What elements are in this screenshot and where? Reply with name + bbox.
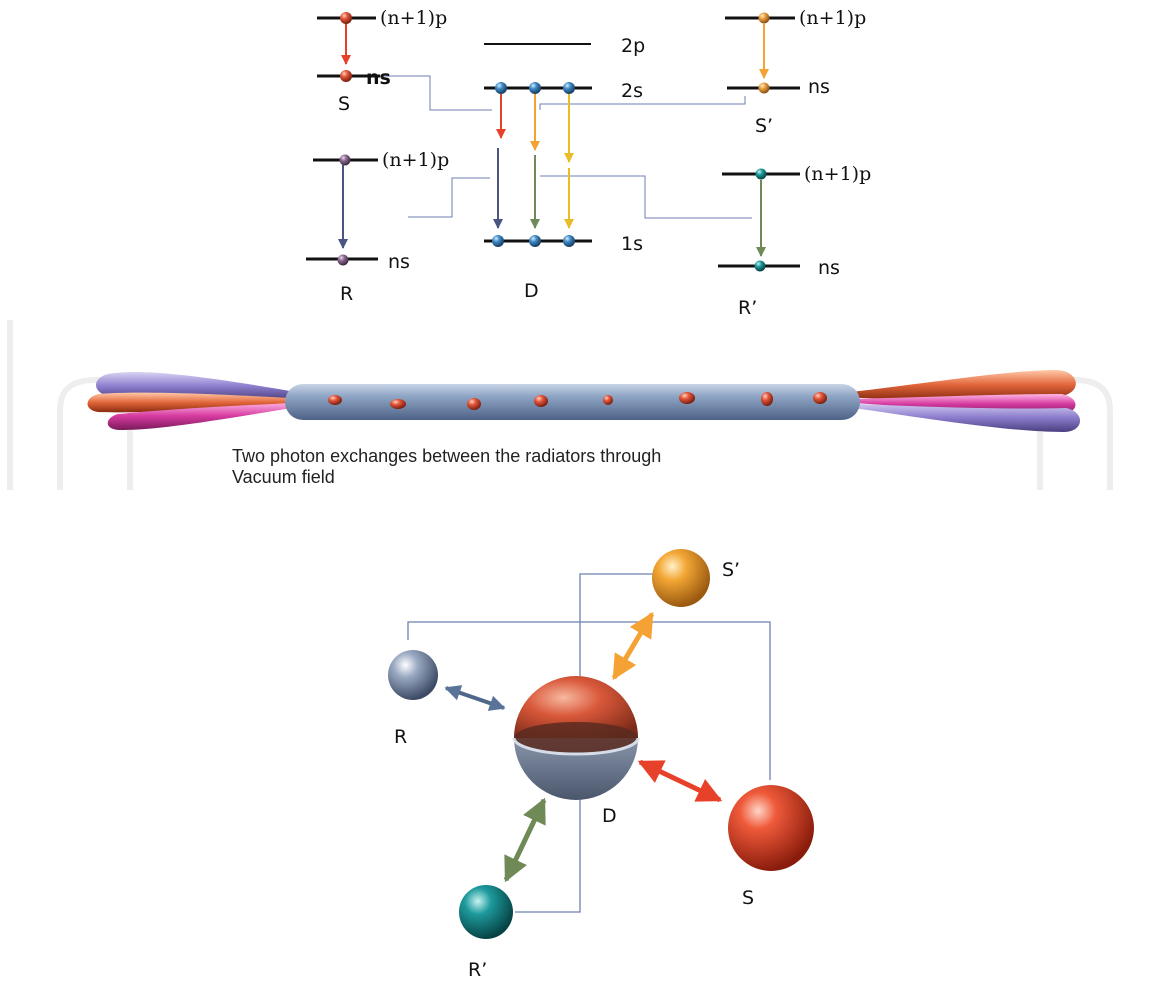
arrow-D-S — [637, 759, 723, 803]
sphere-label-S: S — [742, 887, 754, 909]
sphere-label-D: D — [602, 805, 617, 827]
system-R-levels: (n+1)p ns R — [306, 149, 449, 305]
S-upper-level-label: (n+1)p — [380, 7, 447, 29]
system-S-levels: (n+1)p ns S — [317, 7, 447, 115]
caption-line-1: Two photon exchanges between the radiato… — [232, 446, 661, 466]
energy-level-diagram: (n+1)p ns S (n+1)p ns R — [306, 7, 871, 319]
vacuum-tube — [285, 384, 860, 420]
R-prime-system-label: R’ — [738, 297, 757, 319]
connector-lines — [380, 75, 752, 219]
arrow-D-R-prime — [503, 797, 547, 883]
left-lobe-orange — [87, 392, 330, 413]
sphere-R-prime — [459, 885, 513, 939]
D-2p-level-label: 2p — [621, 35, 645, 57]
D-system-label: D — [524, 280, 539, 302]
sphere-label-S-prime: S’ — [722, 559, 740, 581]
arrow-D-R — [444, 685, 506, 711]
tube-radiator-dots — [328, 392, 827, 410]
caption-line-2: Vacuum field — [232, 467, 335, 487]
R-prime-lower-level-label: ns — [818, 257, 840, 279]
left-lobe-magenta — [107, 402, 330, 430]
system-S-prime-levels: (n+1)p ns S’ — [725, 7, 866, 137]
S-prime-lower-level-label: ns — [808, 76, 830, 98]
R-prime-upper-level-label: (n+1)p — [804, 163, 871, 185]
S-prime-system-label: S’ — [755, 115, 773, 137]
sphere-exchange-diagram: S’ R D S R’ — [388, 549, 814, 981]
vacuum-field-tube-illustration — [87, 370, 1081, 432]
arrow-D-S-prime — [611, 611, 655, 681]
R-upper-level-label: (n+1)p — [382, 149, 449, 171]
S-prime-upper-level-label: (n+1)p — [799, 7, 866, 29]
right-lobe-violet — [812, 402, 1081, 432]
R-system-label: R — [340, 283, 353, 305]
sphere-R — [388, 650, 438, 700]
system-R-prime-levels: (n+1)p ns R’ — [718, 163, 871, 319]
D-1s-level-label: 1s — [621, 233, 643, 255]
sphere-S — [728, 785, 814, 871]
system-D-levels: 2p 2s 1s D — [484, 35, 645, 302]
right-lobe-orange — [812, 370, 1076, 400]
D-2s-level-label: 2s — [621, 80, 643, 102]
sphere-S-prime — [652, 549, 710, 607]
sphere-label-R: R — [394, 726, 407, 748]
S-system-label: S — [338, 93, 350, 115]
sphere-D — [512, 676, 640, 800]
sphere-label-R-prime: R’ — [468, 959, 487, 981]
S-lower-level-label: ns — [366, 67, 391, 89]
R-lower-level-label: ns — [388, 251, 410, 273]
